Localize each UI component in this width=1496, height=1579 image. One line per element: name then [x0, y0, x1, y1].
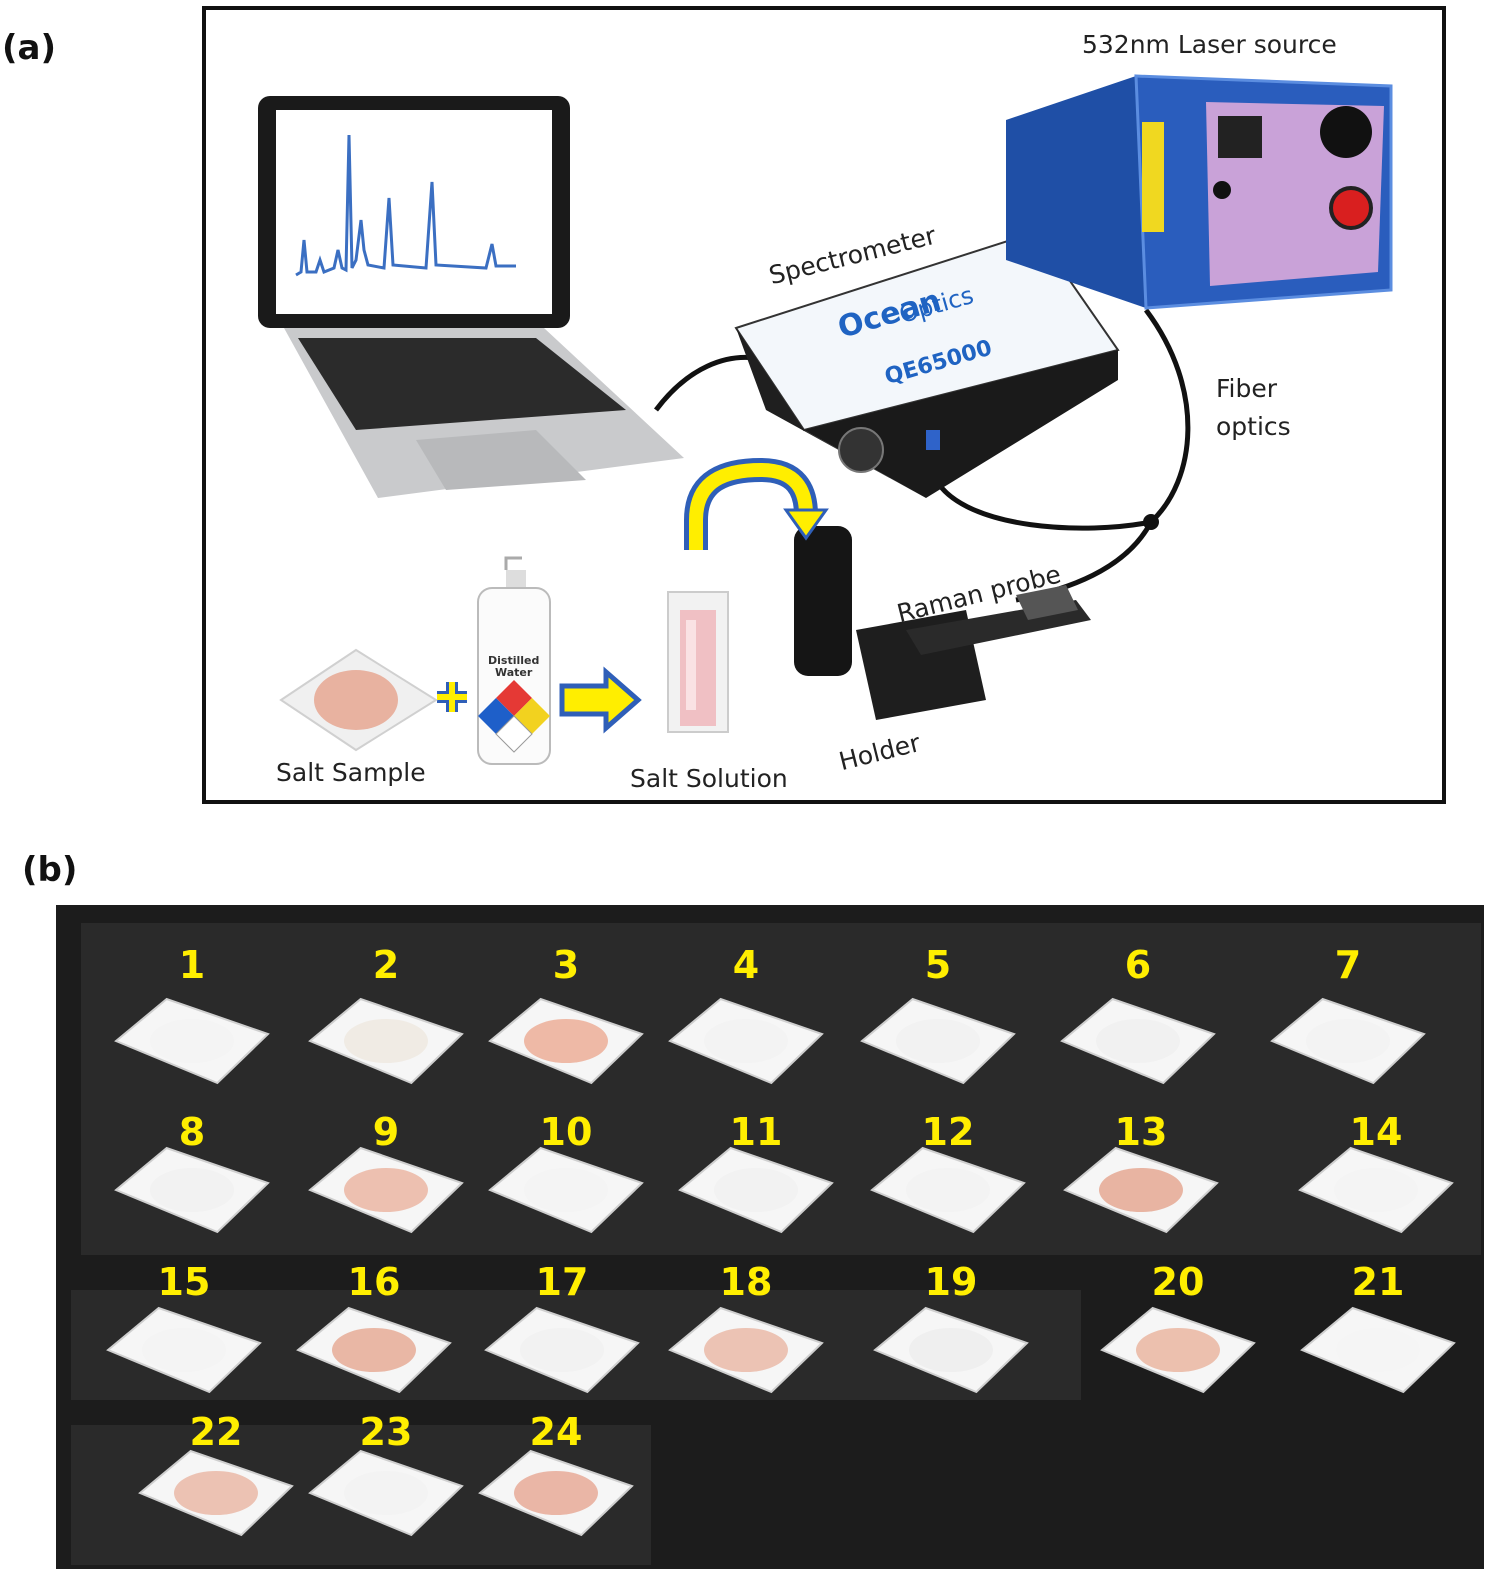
salt-pile-9 — [344, 1168, 428, 1212]
setup-diagram-panel: 532nm Laser source Spectrometer Ocean Op… — [202, 6, 1446, 804]
laptop-cable — [654, 354, 767, 412]
salt-solution-vial — [667, 591, 729, 733]
salt-sample-dish — [279, 648, 438, 752]
salt-pile-22 — [174, 1471, 258, 1515]
salt-solution-label: Salt Solution — [630, 764, 788, 793]
sample-number-11: 11 — [729, 1110, 783, 1154]
salt-pile-23 — [344, 1471, 428, 1515]
salt-pile-14 — [1334, 1168, 1418, 1212]
salt-pile-17 — [520, 1328, 604, 1372]
sample-number-10: 10 — [539, 1110, 593, 1154]
emergency-stop-button — [1329, 186, 1373, 230]
salt-pile-6 — [1096, 1019, 1180, 1063]
sample-number-20: 20 — [1151, 1260, 1205, 1304]
laser-knob — [1320, 106, 1372, 158]
sample-number-18: 18 — [719, 1260, 773, 1304]
salt-pile-15 — [142, 1328, 226, 1372]
salt-pile-16 — [332, 1328, 416, 1372]
keyboard — [298, 338, 626, 430]
laser-source-label: 532nm Laser source — [1082, 30, 1337, 59]
spectrometer — [734, 230, 1120, 498]
process-arrow — [559, 666, 642, 734]
fiber-junction — [1143, 514, 1159, 530]
laser-warning-label — [1142, 122, 1164, 232]
sample-number-22: 22 — [189, 1410, 243, 1454]
sample-number-15: 15 — [157, 1260, 211, 1304]
sample-number-21: 21 — [1351, 1260, 1405, 1304]
laser-display — [1218, 116, 1262, 158]
sample-number-6: 6 — [1124, 943, 1152, 987]
sample-number-9: 9 — [372, 1110, 400, 1154]
sample-number-19: 19 — [924, 1260, 978, 1304]
salt-pile-7 — [1306, 1019, 1390, 1063]
salt-pile-10 — [524, 1168, 608, 1212]
bottle-label-line2: Water — [495, 666, 533, 679]
salt-pile-1 — [150, 1019, 234, 1063]
sample-number-16: 16 — [347, 1260, 401, 1304]
distilled-water-bottle — [477, 556, 551, 765]
fiber-label-line1: Fiber — [1216, 374, 1278, 403]
salt-sample-label: Salt Sample — [276, 758, 426, 787]
salt-pile-20 — [1136, 1328, 1220, 1372]
salt-pile-11 — [714, 1168, 798, 1212]
sample-number-3: 3 — [552, 943, 580, 987]
laptop — [258, 96, 684, 498]
fiber-label-line2: optics — [1216, 412, 1291, 441]
laptop-screen — [276, 110, 552, 314]
salt-pile-8 — [150, 1168, 234, 1212]
sample-number-12: 12 — [921, 1110, 975, 1154]
salt-pile-18 — [704, 1328, 788, 1372]
sample-number-5: 5 — [924, 943, 952, 987]
sample-number-2: 2 — [372, 943, 400, 987]
raman-probe-holder — [794, 526, 1091, 720]
salt-pile-2 — [344, 1019, 428, 1063]
salt-pile-3 — [524, 1019, 608, 1063]
salt-pile-4 — [704, 1019, 788, 1063]
fan-vent — [838, 427, 884, 473]
salt-pile-21 — [1336, 1328, 1420, 1372]
salt-pile-5 — [896, 1019, 980, 1063]
sample-number-23: 23 — [359, 1410, 413, 1454]
sample-number-1: 1 — [178, 943, 206, 987]
raman-spectrum-line — [295, 134, 516, 277]
sample-number-24: 24 — [529, 1410, 583, 1454]
sample-number-4: 4 — [732, 943, 760, 987]
salt-pile-12 — [906, 1168, 990, 1212]
salt-pile-24 — [514, 1471, 598, 1515]
fiber-port — [926, 430, 940, 450]
bottle-label-line1: Distilled — [488, 654, 540, 667]
trackpad — [416, 430, 586, 490]
sample-number-13: 13 — [1114, 1110, 1168, 1154]
spectrometer-fiber — [933, 478, 1152, 531]
sample-number-17: 17 — [535, 1260, 589, 1304]
fiber-optic-cable — [1143, 308, 1191, 524]
salt-pile-19 — [909, 1328, 993, 1372]
sample-number-7: 7 — [1334, 943, 1362, 987]
setup-illustration — [258, 74, 1393, 765]
sample-number-14: 14 — [1349, 1110, 1403, 1154]
panel-a-label: (a) — [2, 28, 57, 68]
salt-pile-13 — [1099, 1168, 1183, 1212]
panel-b-label: (b) — [22, 850, 78, 890]
salt-dish-grid — [71, 923, 1481, 1565]
probe-head — [794, 526, 852, 676]
laser-source — [1006, 74, 1393, 310]
sample-number-8: 8 — [178, 1110, 206, 1154]
